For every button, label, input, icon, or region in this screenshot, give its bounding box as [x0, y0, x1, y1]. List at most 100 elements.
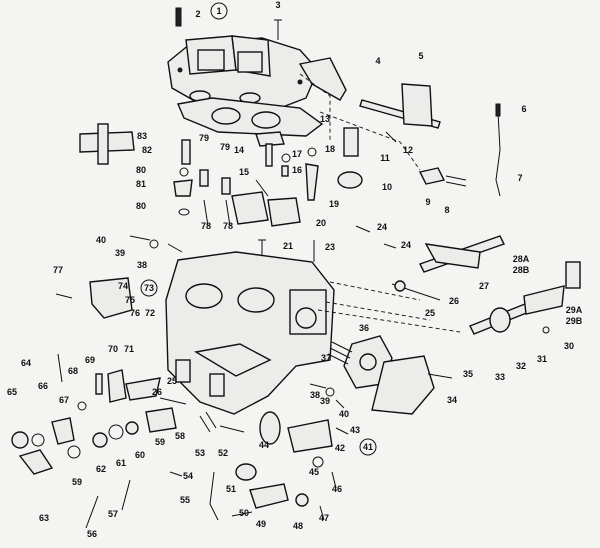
part-label: 12	[403, 145, 413, 155]
spring-37	[327, 341, 353, 365]
part-label: 28B	[513, 265, 530, 275]
pin-15	[255, 179, 269, 197]
washer-39	[149, 239, 159, 249]
spring-51	[235, 463, 257, 481]
part-label: 80	[136, 201, 146, 211]
part-label: 49	[256, 519, 266, 529]
part-label: 1	[216, 6, 221, 16]
lever-49	[249, 483, 289, 509]
part-label: 57	[108, 509, 118, 519]
screw-56	[85, 495, 99, 529]
part-label: 39	[115, 248, 125, 258]
part-label: 60	[135, 450, 145, 460]
bracket-5	[401, 83, 433, 127]
part-label: 39	[320, 396, 330, 406]
link-rod-7	[495, 111, 501, 197]
spring-64	[57, 353, 63, 383]
part-label: 31	[537, 354, 547, 364]
spacer-60	[125, 421, 139, 435]
float-lever-14	[255, 131, 285, 147]
clip-31	[542, 326, 550, 334]
part-label: 29B	[566, 316, 583, 326]
plate-9	[418, 167, 446, 185]
part-label: 80	[136, 165, 146, 175]
pump-lever-34	[371, 355, 435, 415]
part-label: 77	[53, 265, 63, 275]
top-gasket	[177, 97, 324, 137]
part-label: 15	[239, 167, 249, 177]
screw-40	[129, 235, 151, 241]
screw-47	[319, 505, 325, 521]
part-label: 64	[21, 358, 31, 368]
lever-59	[145, 407, 177, 433]
part-label: 18	[325, 144, 335, 154]
screw-35	[427, 373, 453, 379]
part-label: 53	[195, 448, 205, 458]
spring-57	[121, 479, 131, 511]
tube-78b	[225, 199, 231, 227]
part-label: 40	[96, 235, 106, 245]
part-label: 30	[564, 341, 574, 351]
part-label: 55	[180, 495, 190, 505]
part-label: 38	[310, 390, 320, 400]
lever-71	[125, 377, 161, 401]
part-label: 19	[329, 199, 339, 209]
part-label: 58	[175, 431, 185, 441]
part-label: 71	[124, 344, 134, 354]
part-label: 28A	[513, 254, 530, 264]
part-label: 48	[293, 521, 303, 531]
part-label: 6	[521, 104, 526, 114]
spring-clip-8	[445, 175, 467, 187]
part-label: 7	[517, 173, 522, 183]
part-label: 29A	[566, 305, 583, 315]
washer-18	[307, 147, 317, 157]
part-label: 8	[444, 205, 449, 215]
washer-68	[77, 401, 87, 411]
part-label: 24	[401, 240, 411, 250]
screw-52	[219, 425, 245, 433]
part-label: 59	[155, 437, 165, 447]
screw-24b	[383, 243, 397, 249]
part-label: 78	[223, 221, 233, 231]
part-label: 34	[447, 395, 457, 405]
cap-25	[394, 280, 406, 292]
part-label: 82	[142, 145, 152, 155]
part-label: 65	[7, 387, 17, 397]
label-circle	[210, 2, 228, 20]
lever-63	[18, 449, 54, 475]
washer-39b	[325, 387, 335, 397]
part-label: 23	[325, 242, 335, 252]
bolt-82	[181, 139, 191, 165]
part-label: 26	[152, 387, 162, 397]
ring-61	[108, 424, 124, 440]
part-label: 35	[463, 369, 473, 379]
part-label: 72	[145, 308, 155, 318]
jet-79b	[221, 177, 231, 195]
part-label: 70	[108, 344, 118, 354]
part-label: 45	[309, 467, 319, 477]
jet-holder-10	[337, 171, 363, 189]
label-circle	[140, 279, 158, 297]
screw-40b	[335, 399, 345, 409]
part-label: 38	[137, 260, 147, 270]
part-label: 79	[220, 142, 230, 152]
washer-80b	[178, 208, 190, 216]
pin-6	[495, 103, 501, 117]
nut-65	[11, 431, 29, 449]
lever-67	[51, 417, 75, 445]
screw-77	[55, 293, 73, 299]
pin-69	[95, 373, 103, 395]
part-label: 69	[85, 355, 95, 365]
part-label: 20	[316, 218, 326, 228]
part-label: 50	[239, 508, 249, 518]
spring-33	[489, 307, 511, 333]
spring-58	[159, 397, 187, 405]
part-label: 32	[516, 361, 526, 371]
part-label: 24	[377, 222, 387, 232]
washer-17	[281, 153, 291, 163]
nut-45	[312, 456, 324, 468]
screw-2	[175, 7, 182, 27]
part-label: 67	[59, 395, 69, 405]
float-20a	[231, 191, 269, 225]
part-label: 36	[359, 323, 369, 333]
